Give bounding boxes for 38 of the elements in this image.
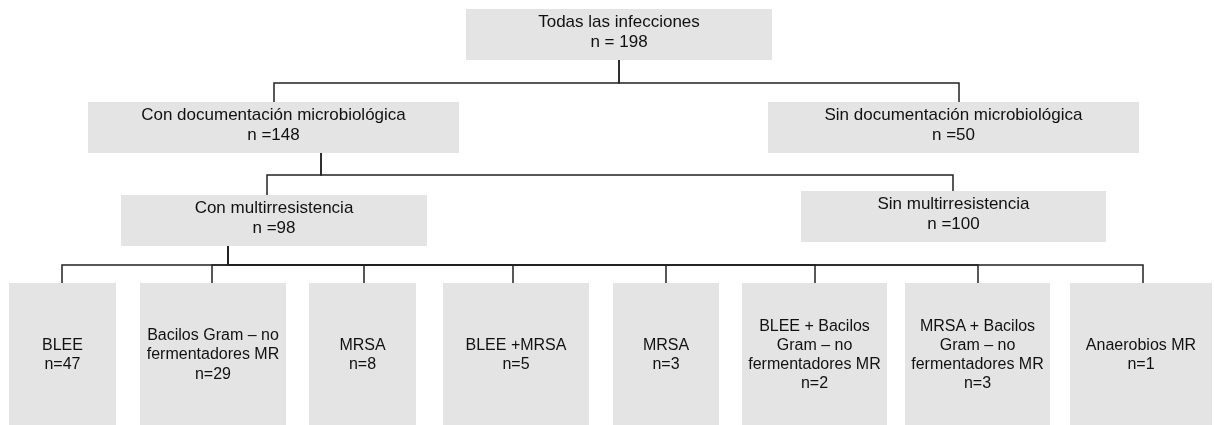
category-box [801,191,1106,242]
category-label: Sin multirresistencia [877,194,1030,215]
category-box [613,283,719,425]
category-box [443,283,589,425]
category-box [768,102,1139,153]
category-box [88,102,459,153]
count-label: n=3 [963,373,992,393]
category-label: Sin documentación microbiológica [824,105,1083,126]
count-label: n =98 [252,218,296,239]
category-box [466,9,772,60]
category-label: MRSA [339,334,386,354]
category-label: Con multirresistencia [194,198,354,219]
count-label: n =50 [932,125,975,146]
category-box [9,283,116,425]
count-label: n=3 [652,354,680,374]
category-box [121,195,427,246]
category-label: BLEE +MRSA [465,334,567,354]
count-label: n =148 [247,125,300,146]
count-label: n=1 [1127,354,1155,374]
category-box [905,283,1050,425]
count-label: n=5 [502,354,530,374]
category-box [309,283,416,425]
count-label: n=47 [44,354,81,374]
count-label: n=2 [800,373,829,393]
category-label: MRSA [642,334,690,354]
category-label: Todas las infecciones [538,12,700,33]
count-label: n =100 [927,214,980,235]
category-label: Con documentación microbiológica [141,105,406,126]
connector-line [618,59,960,103]
category-box [140,283,286,425]
count-label: n=8 [348,354,377,374]
count-label: n=29 [194,363,231,383]
category-label: Anaerobios MR [1085,334,1197,354]
category-box [742,283,887,425]
connector-line [320,152,954,192]
category-label: BLEE [42,334,83,354]
count-label: n = 198 [590,32,648,53]
category-box [1070,283,1212,425]
